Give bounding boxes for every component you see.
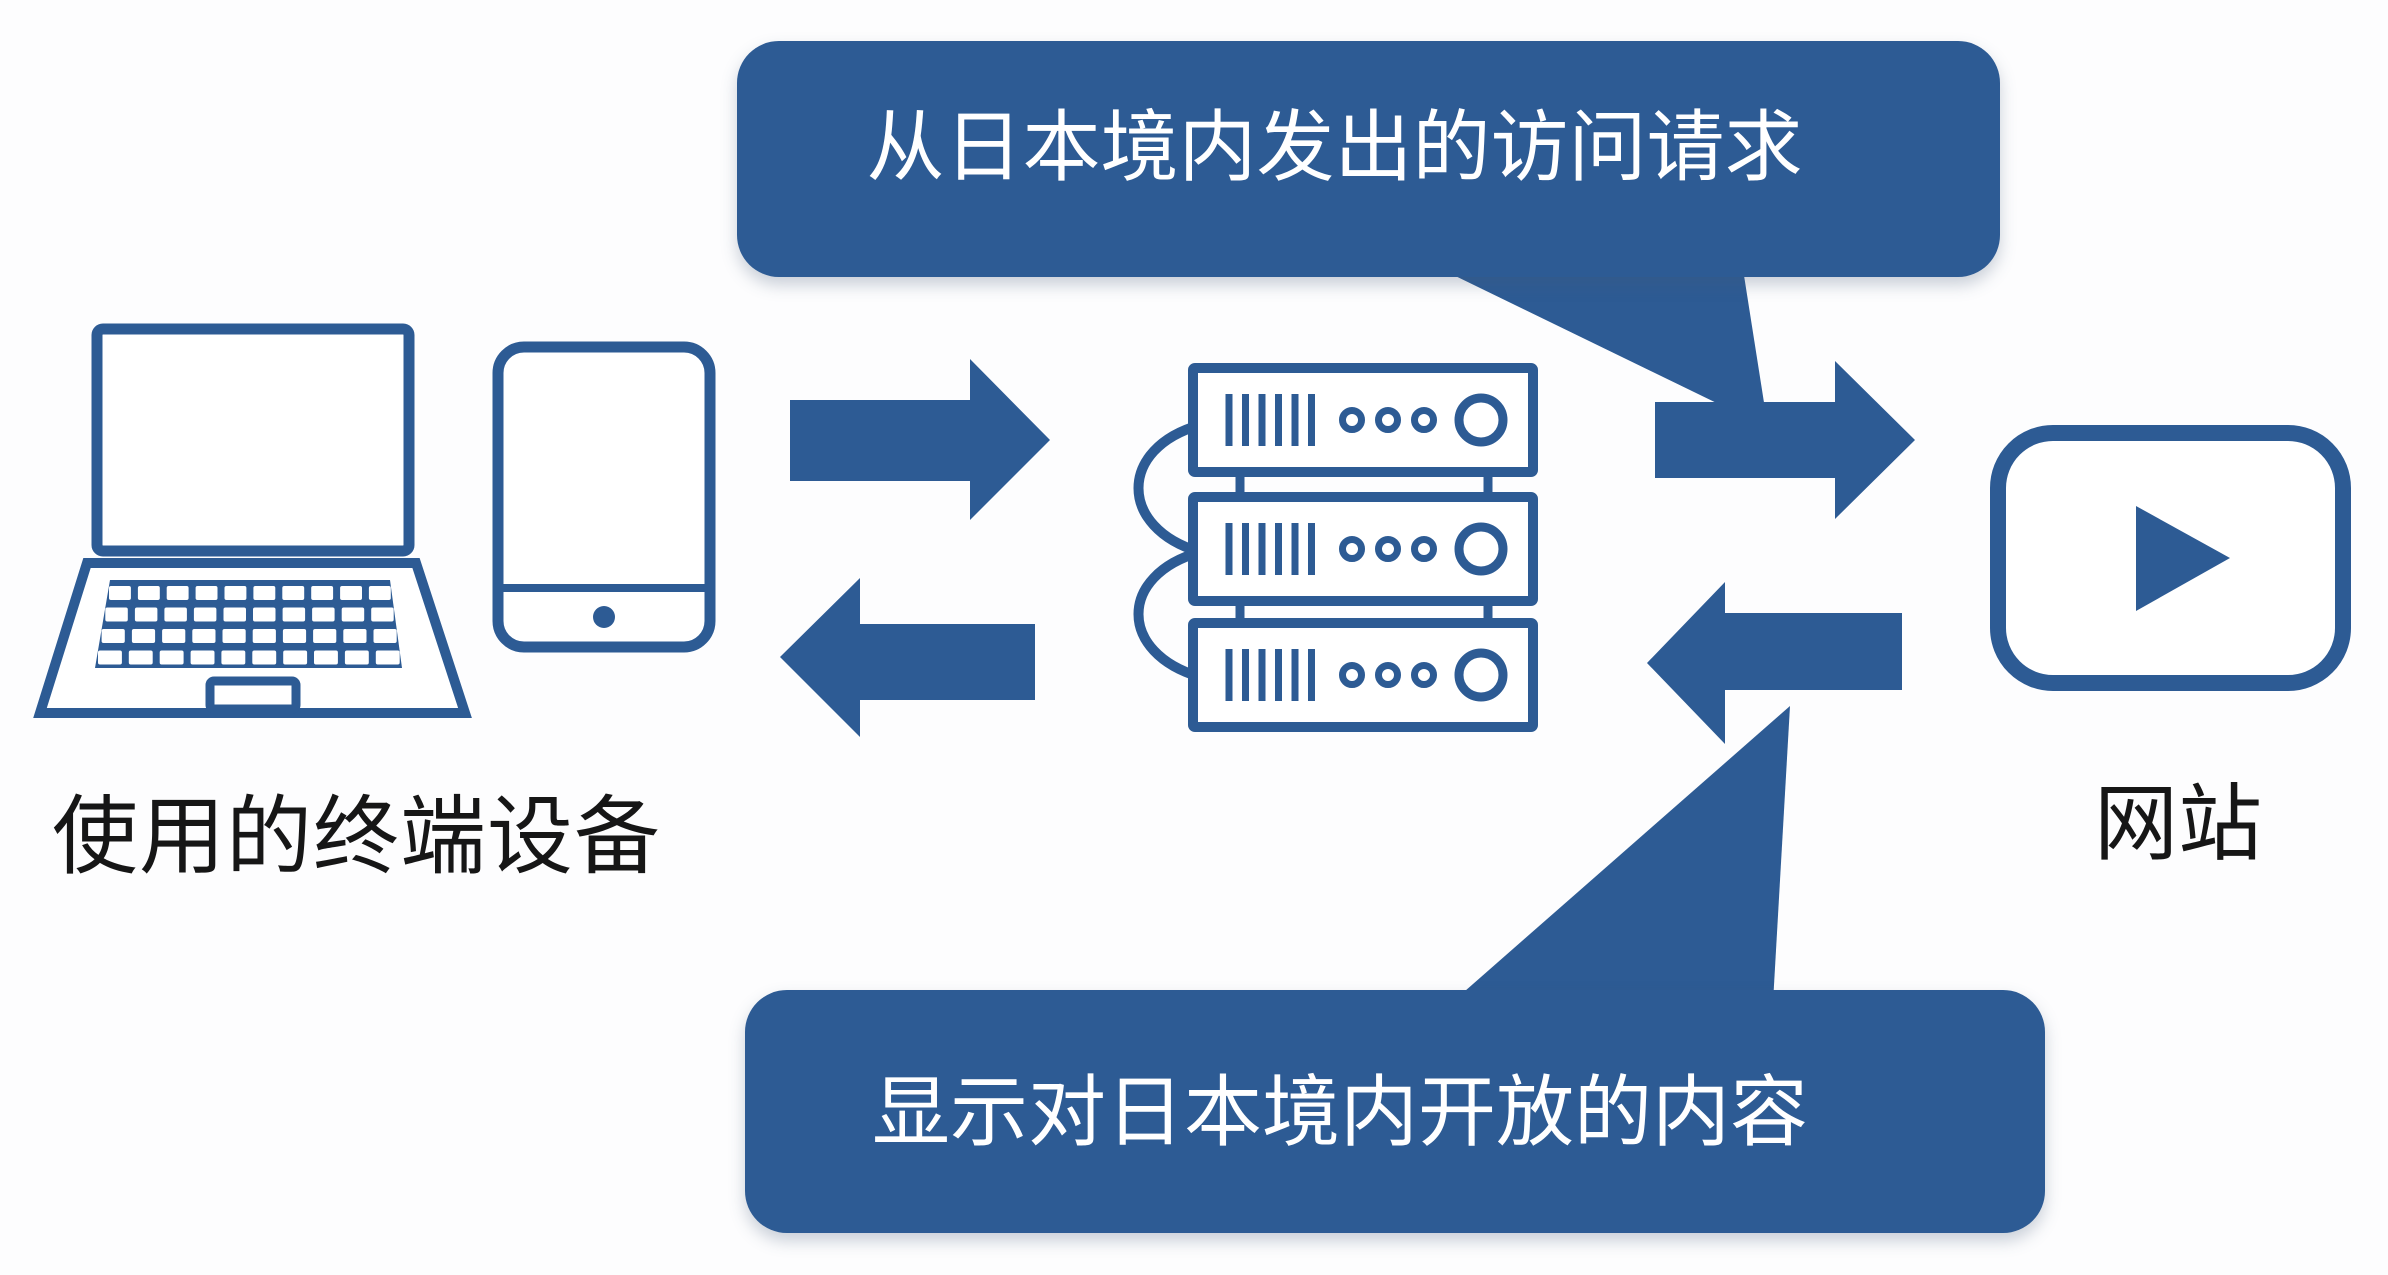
arrow-devices-to-server [790,359,1050,520]
server-led [1375,407,1401,433]
bottom-speech-bubble-text: 显示对日本境内开放的内容 [871,1067,1808,1156]
laptop-key [343,629,367,643]
bottom-bubble-tail [1432,706,1790,1020]
server-led [1339,536,1365,562]
website-play-icon [1990,425,2351,691]
laptop-key [340,586,362,600]
laptop-key [313,629,337,643]
laptop-key [312,607,335,622]
top-speech-bubble-text: 从日本境内发出的访问请求 [866,103,1803,191]
server-led [1411,536,1437,562]
laptop-key [105,607,128,622]
laptop-keyboard-keys [98,586,400,665]
laptop-screen [91,323,415,557]
server-stack-icon [1133,363,1538,732]
server-link-arc-top [1133,420,1202,557]
laptop-key [162,629,186,643]
play-icon [2136,506,2230,611]
server-unit [1188,363,1538,477]
server-unit [1188,618,1538,732]
laptop-key [101,629,125,643]
laptop-key [166,586,189,600]
arrow-server-to-devices [780,578,1035,737]
server-unit [1188,492,1538,606]
laptop-key [192,629,216,643]
server-led [1411,407,1437,433]
laptop-key [128,650,153,665]
laptop-key [375,650,400,665]
server-dial [1454,648,1508,702]
laptop-key [190,650,215,665]
smartphone-home-button [593,606,615,628]
laptop-key [282,629,307,643]
laptop-trackpad [205,676,301,714]
laptop-key [344,650,369,665]
server-led [1375,662,1401,688]
laptop-key [311,586,334,600]
arrow-server-to-website [1655,361,1915,519]
laptop-key [109,586,131,600]
laptop-key [283,650,308,665]
server-led [1411,662,1437,688]
server-link-arc-bottom [1133,547,1202,682]
laptop-key [252,650,277,665]
laptop-key [131,629,156,643]
laptop-key [224,586,247,600]
laptop-key [193,607,217,622]
laptop-key [137,586,160,600]
laptop-key [373,629,397,643]
smartphone-icon [492,341,716,653]
devices-label: 使用的终端设备 [52,789,661,885]
laptop-keyboard [95,580,402,668]
bottom-speech-bubble: 显示对日本境内开放的内容 [745,990,2045,1233]
laptop-key [221,650,246,665]
laptop-key [223,607,246,622]
laptop-icon [33,323,472,718]
laptop-key [222,629,246,643]
laptop-key [98,650,122,665]
laptop-key [134,607,158,622]
top-bubble-tail [1402,250,1768,428]
laptop-key [341,607,365,622]
smartphone-body [492,341,716,653]
server-dial [1454,393,1508,447]
laptop-key [164,607,187,622]
laptop-key [253,607,276,622]
laptop-key [368,586,391,600]
arrow-website-to-server [1647,582,1902,744]
laptop-key [282,586,305,600]
laptop-key [252,629,276,643]
website-label: 网站 [2094,777,2263,871]
server-dial [1454,522,1508,576]
server-led [1375,536,1401,562]
server-units [1188,363,1538,732]
server-led [1339,662,1365,688]
top-speech-bubble: 从日本境内发出的访问请求 [737,41,2000,277]
laptop-key [159,650,184,665]
laptop-key [371,607,394,622]
server-led [1339,407,1365,433]
laptop-key [195,586,218,600]
laptop-key [282,607,306,622]
laptop-key [253,586,276,600]
laptop-key [314,650,338,665]
